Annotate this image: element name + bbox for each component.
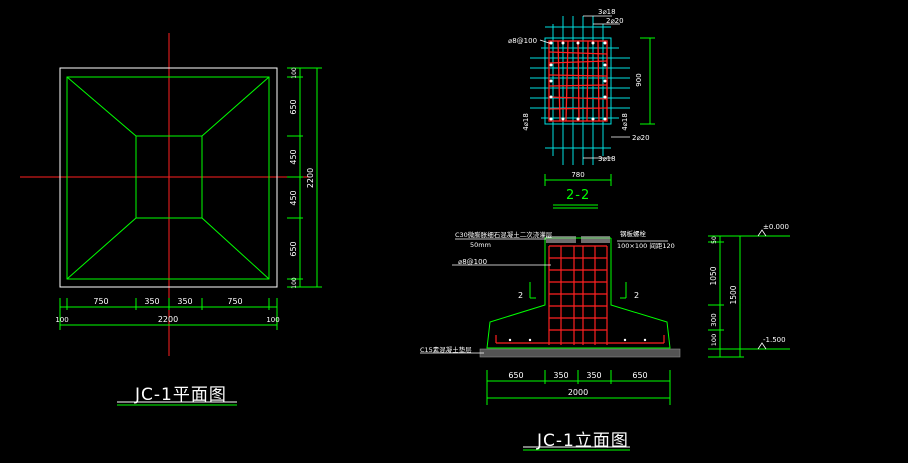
elevation-rebar [495,245,665,345]
section-label-stirrup: ⌀8@100 [508,37,537,45]
section-label-right-bar: 4⌀18 [621,113,629,131]
elevation-cut-line [529,282,627,299]
plan-dim-label: 100 [266,316,279,324]
elevation-cut-label: 2 [634,291,639,300]
elevation-note-plate: 钢板螺栓 [620,229,647,238]
elevation-right-dim-label: 100 [710,334,718,346]
elevation-right-dimension [708,235,790,358]
elevation-right-dim-label: 1050 [709,266,718,285]
elevation-bottom-bar-dots [508,338,647,342]
elevation-grout-layer [581,236,610,243]
plan-dim-label: 450 [289,190,298,205]
elevation-note-bed: C15素混凝土垫层 [420,345,472,354]
plan-dim-label: 100 [291,277,298,289]
plan-title: JC-1平面图 [135,385,227,405]
plan-right-dimension [287,67,322,288]
plan-dim-label: 450 [289,149,298,164]
plan-column [135,135,203,219]
level-marker-top [757,229,767,237]
plan-slope-line [66,217,137,280]
plan-slope-line [201,217,270,280]
elevation-dim-label: 650 [508,371,523,380]
elevation-view: 2 2 C30微膨胀细石混凝土二次浇灌层 50mm 钢板螺栓 100×100 间… [420,223,790,451]
elevation-note-plate-size: 100×100 间距120 [617,242,675,250]
section-label-left-bar: 4⌀18 [522,113,530,131]
elevation-cut-label: 2 [518,291,523,300]
elevation-dim-label: 350 [553,371,568,380]
plan-dim-label: 100 [55,316,68,324]
section-title: 2-2 [566,188,591,203]
plan-dim-label: 650 [289,99,298,114]
elevation-right-dim-total: 1500 [729,285,738,304]
plan-dim-total: 2200 [158,315,178,324]
elevation-concrete-bed [479,348,681,358]
elevation-dim-total: 2000 [568,388,588,397]
section-label-bottom-bar: 3⌀18 [598,155,616,163]
elevation-dim-label: 650 [632,371,647,380]
plan-slope-line [201,76,270,137]
elevation-footing-outline [486,238,671,349]
elevation-bottom-dimension [486,370,671,405]
plan-dim-total: 2200 [306,168,315,188]
plan-dim-label: 750 [93,297,108,306]
elevation-level-bottom: -1.500 [763,336,786,344]
elevation-leaders [420,238,668,354]
level-marker-bottom [757,342,767,350]
section-width-dimension [544,174,612,186]
elevation-grout-layer [546,236,576,243]
section-height-dim-label: 900 [635,73,643,86]
plan-dim-label: 350 [144,297,159,306]
section-column-outline [544,37,612,125]
section-label-top-bar: 3⌀18 [598,8,616,16]
elevation-dim-label: 350 [586,371,601,380]
elevation-right-dim-label: 300 [710,313,718,326]
section-height-dimension [640,37,655,125]
elevation-note-stirrup: ⌀8@100 [458,258,487,266]
section-label-bottom-bar2: 2⌀20 [632,134,650,142]
section-leaders [539,15,630,159]
elevation-note-grout: C30微膨胀细石混凝土二次浇灌层 [455,230,553,239]
elevation-right-dim-label: 50 [711,236,718,244]
elevation-note-grout-thickness: 50mm [470,241,491,249]
plan-view: 750 350 350 750 100 100 2200 100 650 450… [20,33,322,406]
plan-bottom-dimension [59,298,278,330]
elevation-level-top: ±0.000 [763,223,789,231]
elevation-title: JC-1立面图 [537,431,629,451]
section-view: 3⌀18 2⌀20 ⌀8@100 4⌀18 4⌀18 2⌀20 3⌀18 900… [508,8,655,209]
plan-dim-label: 100 [291,67,298,79]
plan-dim-label: 650 [289,241,298,256]
plan-slope-line [66,76,137,137]
plan-outer-slab [59,67,278,288]
section-width-dim-label: 780 [571,171,584,179]
plan-footing-outline [66,76,270,280]
section-stirrups [548,40,608,122]
section-label-top-bar2: 2⌀20 [606,17,624,25]
plan-dim-label: 750 [227,297,242,306]
section-rebar-dots [549,41,607,121]
plan-dim-label: 350 [177,297,192,306]
